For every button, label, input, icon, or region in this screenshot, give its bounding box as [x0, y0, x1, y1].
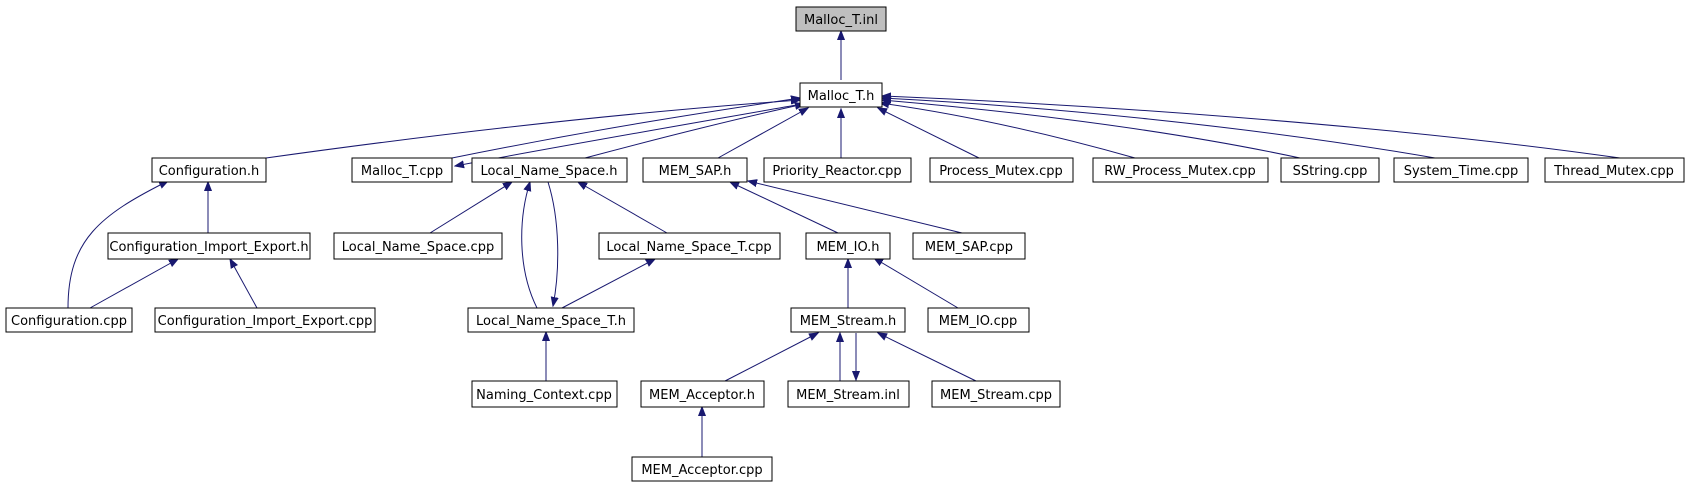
- node-mem-sap-cpp[interactable]: MEM_SAP.cpp: [912, 232, 1026, 260]
- svg-text:Configuration_Import_Export.h: Configuration_Import_Export.h: [109, 240, 308, 255]
- edge-lns-h-to-lns-t-h: [547, 181, 558, 306]
- edge-lns-cpp-to-lns-h: [429, 182, 512, 234]
- svg-text:MEM_IO.cpp: MEM_IO.cpp: [939, 314, 1017, 329]
- node-system-time-cpp[interactable]: System_Time.cpp: [1393, 157, 1529, 183]
- edge-lns-t-h-to-lns-t-cpp: [561, 259, 655, 309]
- node-thread-mutex-cpp[interactable]: Thread_Mutex.cpp: [1544, 157, 1685, 183]
- edge-configuration-h-to-malloc-t-h: [265, 100, 800, 159]
- svg-text:Local_Name_Space.h: Local_Name_Space.h: [480, 164, 617, 179]
- svg-text:MEM_Stream.h: MEM_Stream.h: [800, 314, 897, 329]
- svg-text:MEM_SAP.h: MEM_SAP.h: [659, 164, 732, 179]
- svg-text:Process_Mutex.cpp: Process_Mutex.cpp: [939, 164, 1063, 179]
- edge-layer: [67, 31, 1621, 457]
- edge-mem-sap-h-to-malloc-t-h: [717, 108, 808, 159]
- edge-mem-stream-cpp-to-mem-stream-h: [878, 333, 977, 382]
- edge-mem-io-cpp-to-mem-io-h: [874, 258, 959, 309]
- svg-text:MEM_Stream.inl: MEM_Stream.inl: [796, 388, 900, 403]
- edge-rw-process-mutex-cpp-to-malloc-t-h: [880, 103, 1136, 159]
- node-malloc-t-inl[interactable]: Malloc_T.inl: [795, 6, 887, 32]
- node-mem-io-cpp[interactable]: MEM_IO.cpp: [927, 307, 1030, 333]
- edge-thread-mutex-cpp-to-malloc-t-h: [882, 96, 1621, 159]
- node-mem-sap-h[interactable]: MEM_SAP.h: [642, 157, 748, 183]
- svg-text:MEM_SAP.cpp: MEM_SAP.cpp: [925, 240, 1013, 255]
- edge-process-mutex-cpp-to-malloc-t-h: [878, 108, 980, 159]
- svg-text:Naming_Context.cpp: Naming_Context.cpp: [476, 388, 612, 403]
- edge-malloc-t-cpp-to-malloc-t-h: [451, 98, 800, 159]
- svg-text:System_Time.cpp: System_Time.cpp: [1404, 164, 1519, 179]
- svg-text:MEM_Stream.cpp: MEM_Stream.cpp: [940, 388, 1052, 403]
- node-priority-reactor-cpp[interactable]: Priority_Reactor.cpp: [763, 157, 912, 183]
- node-mem-stream-cpp[interactable]: MEM_Stream.cpp: [931, 380, 1061, 408]
- node-local-name-space-cpp[interactable]: Local_Name_Space.cpp: [333, 232, 503, 260]
- node-mem-stream-h[interactable]: MEM_Stream.h: [790, 307, 906, 333]
- node-configuration-import-export-h[interactable]: Configuration_Import_Export.h: [107, 232, 311, 260]
- node-malloc-t-h[interactable]: Malloc_T.h: [799, 82, 883, 108]
- svg-text:Malloc_T.h: Malloc_T.h: [808, 89, 875, 104]
- node-configuration-h[interactable]: Configuration.h: [151, 157, 267, 183]
- node-rw-process-mutex-cpp[interactable]: RW_Process_Mutex.cpp: [1092, 157, 1269, 183]
- edge-configuration-cpp-to-configuration-h: [67, 181, 168, 309]
- svg-text:SString.cpp: SString.cpp: [1293, 164, 1368, 179]
- node-mem-stream-inl[interactable]: MEM_Stream.inl: [787, 380, 910, 408]
- svg-text:MEM_Acceptor.cpp: MEM_Acceptor.cpp: [641, 463, 762, 478]
- node-process-mutex-cpp[interactable]: Process_Mutex.cpp: [929, 157, 1074, 183]
- svg-text:Configuration_Import_Export.cp: Configuration_Import_Export.cpp: [158, 314, 373, 329]
- svg-text:Configuration.cpp: Configuration.cpp: [11, 314, 127, 329]
- edge-mem-acceptor-h-to-mem-stream-h: [724, 333, 818, 382]
- edge-configuration-cpp-to-cie-h: [89, 259, 178, 309]
- svg-text:MEM_Acceptor.h: MEM_Acceptor.h: [649, 388, 755, 403]
- svg-text:Local_Name_Space_T.h: Local_Name_Space_T.h: [476, 314, 626, 329]
- edge-mem-io-h-to-mem-sap-h: [730, 182, 839, 234]
- edge-local-name-space-h-to-malloc-t-h: [584, 104, 804, 159]
- edge-mem-sap-cpp-to-mem-sap-h: [748, 181, 963, 234]
- node-mem-acceptor-cpp[interactable]: MEM_Acceptor.cpp: [631, 456, 773, 482]
- edge-lns-t-cpp-to-lns-h: [578, 182, 668, 234]
- svg-text:MEM_IO.h: MEM_IO.h: [816, 240, 879, 255]
- node-malloc-t-cpp[interactable]: Malloc_T.cpp: [351, 157, 453, 183]
- node-configuration-cpp[interactable]: Configuration.cpp: [5, 307, 133, 333]
- node-local-name-space-t-cpp[interactable]: Local_Name_Space_T.cpp: [598, 232, 781, 260]
- svg-text:Local_Name_Space.cpp: Local_Name_Space.cpp: [342, 240, 494, 255]
- node-local-name-space-h[interactable]: Local_Name_Space.h: [471, 157, 628, 183]
- edge-system-time-cpp-to-malloc-t-h: [882, 98, 1436, 159]
- edge-malloc-t-h-to-malloc-t-cpp: [455, 103, 803, 166]
- svg-text:Priority_Reactor.cpp: Priority_Reactor.cpp: [772, 164, 901, 179]
- node-mem-acceptor-h[interactable]: MEM_Acceptor.h: [640, 380, 765, 408]
- svg-text:RW_Process_Mutex.cpp: RW_Process_Mutex.cpp: [1104, 164, 1255, 179]
- svg-text:Thread_Mutex.cpp: Thread_Mutex.cpp: [1553, 164, 1674, 179]
- svg-text:Local_Name_Space_T.cpp: Local_Name_Space_T.cpp: [606, 240, 771, 255]
- node-configuration-import-export-cpp[interactable]: Configuration_Import_Export.cpp: [154, 307, 376, 333]
- edge-sstring-cpp-to-malloc-t-h: [882, 100, 1301, 159]
- node-layer: Malloc_T.inl Malloc_T.h Configuration.h …: [5, 6, 1685, 482]
- node-local-name-space-t-h[interactable]: Local_Name_Space_T.h: [467, 307, 635, 333]
- node-naming-context-cpp[interactable]: Naming_Context.cpp: [471, 380, 618, 408]
- edge-lns-t-h-to-lns-h: [521, 182, 538, 309]
- svg-text:Malloc_T.cpp: Malloc_T.cpp: [361, 164, 443, 179]
- node-mem-io-h[interactable]: MEM_IO.h: [805, 232, 891, 260]
- svg-text:Malloc_T.inl: Malloc_T.inl: [804, 13, 878, 28]
- node-sstring-cpp[interactable]: SString.cpp: [1280, 157, 1380, 183]
- edge-cie-cpp-to-cie-h: [230, 259, 258, 309]
- svg-text:Configuration.h: Configuration.h: [159, 164, 260, 179]
